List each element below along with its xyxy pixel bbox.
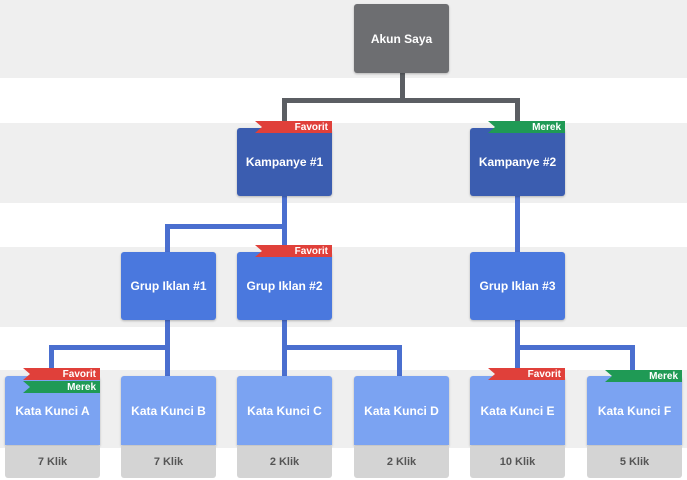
keyword-node-c[interactable]: Kata Kunci C	[237, 376, 332, 445]
connector	[515, 345, 635, 350]
keyword-node-b[interactable]: Kata Kunci B	[121, 376, 216, 445]
favorite-tag-label: Favorit	[294, 121, 328, 133]
connector	[515, 98, 520, 128]
ad-group-node-2[interactable]: Grup Iklan #2	[237, 252, 332, 320]
level-band-keyword	[0, 370, 687, 448]
campaign-node-label: Kampanye #2	[478, 155, 557, 169]
click-count: 2 Klik	[354, 446, 449, 478]
campaign-node-1[interactable]: Kampanye #1	[237, 128, 332, 196]
connector	[282, 345, 402, 350]
click-count: 7 Klik	[5, 446, 100, 478]
click-count: 2 Klik	[237, 446, 332, 478]
connector	[400, 72, 405, 102]
connector	[165, 224, 287, 229]
keyword-node-label: Kata Kunci C	[247, 403, 322, 418]
connector	[397, 345, 402, 376]
click-count: 7 Klik	[121, 446, 216, 478]
click-count: 10 Klik	[470, 446, 565, 478]
favorite-tag-label: Favorit	[294, 245, 328, 257]
connector	[282, 98, 520, 103]
keyword-node-d[interactable]: Kata Kunci D	[354, 376, 449, 445]
favorite-tag: Favorit	[255, 121, 332, 133]
account-node-label: Akun Saya	[370, 31, 433, 46]
connector	[282, 98, 287, 128]
level-band-root	[0, 0, 687, 78]
campaign-node-2[interactable]: Kampanye #2	[470, 128, 565, 196]
keyword-node-label: Kata Kunci B	[131, 403, 206, 418]
click-count-label: 2 Klik	[269, 456, 300, 468]
keyword-node-label: Kata Kunci E	[480, 403, 555, 418]
connector	[165, 224, 170, 253]
ad-group-node-1[interactable]: Grup Iklan #1	[121, 252, 216, 320]
keyword-node-label: Kata Kunci D	[364, 403, 439, 418]
ad-group-node-3[interactable]: Grup Iklan #3	[470, 252, 565, 320]
keyword-node-e[interactable]: Kata Kunci E	[470, 376, 565, 445]
brand-tag-label: Merek	[649, 370, 678, 382]
brand-tag-label: Merek	[67, 381, 96, 393]
level-band-campaign	[0, 123, 687, 203]
campaign-node-label: Kampanye #1	[245, 155, 324, 169]
account-node[interactable]: Akun Saya	[354, 4, 449, 73]
keyword-node-f[interactable]: Kata Kunci F	[587, 376, 682, 445]
click-count-label: 5 Klik	[619, 456, 650, 468]
favorite-tag-label: Favorit	[527, 368, 561, 380]
ad-group-node-label: Grup Iklan #2	[246, 279, 323, 293]
favorite-tag: Favorit	[255, 245, 332, 257]
brand-tag: Merek	[23, 381, 100, 393]
click-count-label: 10 Klik	[499, 456, 536, 468]
click-count-label: 7 Klik	[37, 456, 68, 468]
ad-group-node-label: Grup Iklan #1	[130, 279, 207, 293]
click-count-label: 7 Klik	[153, 456, 184, 468]
connector	[630, 345, 635, 376]
favorite-tag: Favorit	[23, 368, 100, 380]
brand-tag: Merek	[488, 121, 565, 133]
brand-tag: Merek	[605, 370, 682, 382]
keyword-node-label: Kata Kunci F	[597, 403, 672, 418]
connector	[49, 345, 54, 376]
favorite-tag-label: Favorit	[62, 368, 96, 380]
ad-group-node-label: Grup Iklan #3	[479, 279, 556, 293]
click-count-label: 2 Klik	[386, 456, 417, 468]
connector	[49, 345, 170, 350]
brand-tag-label: Merek	[532, 121, 561, 133]
level-band-adgroup	[0, 247, 687, 327]
connector	[515, 195, 520, 253]
favorite-tag: Favorit	[488, 368, 565, 380]
keyword-node-label: Kata Kunci A	[15, 403, 90, 418]
click-count: 5 Klik	[587, 446, 682, 478]
